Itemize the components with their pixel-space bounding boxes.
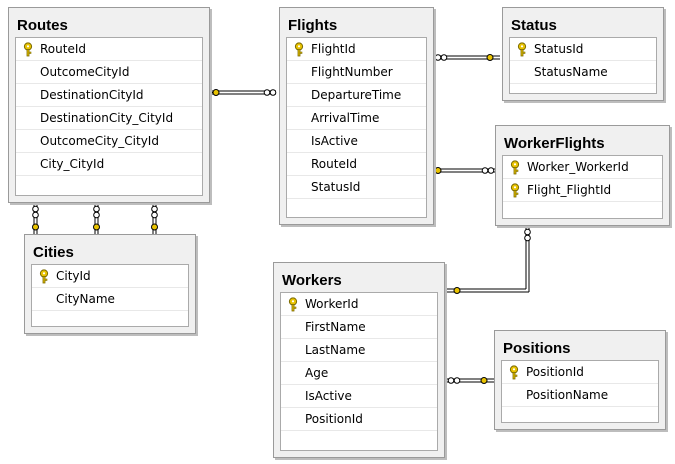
- column-name: IsActive: [305, 389, 352, 403]
- column-row[interactable]: CityName: [32, 288, 188, 311]
- column-name: IsActive: [311, 134, 358, 148]
- relation-workers-positions: [446, 377, 494, 384]
- column-row[interactable]: Flight_FlightId: [503, 179, 662, 202]
- column-row[interactable]: ArrivalTime: [287, 107, 426, 130]
- column-name: Flight_FlightId: [527, 183, 612, 197]
- primary-key-icon: [508, 365, 520, 380]
- primary-key-icon: [509, 183, 521, 198]
- column-row[interactable]: StatusName: [510, 61, 656, 84]
- column-row[interactable]: RouteId: [287, 153, 426, 176]
- column-name: PositionName: [526, 388, 609, 402]
- column-row[interactable]: IsActive: [287, 130, 426, 153]
- primary-key-icon: [22, 42, 34, 57]
- relation-flights-workerflights: [434, 167, 495, 174]
- relation-workers-workerflights: [446, 228, 531, 294]
- column-row[interactable]: OutcomeCityId: [16, 61, 202, 84]
- table-title: Cities: [33, 244, 74, 261]
- column-row[interactable]: PositionId: [502, 361, 658, 384]
- column-name: FirstName: [305, 320, 366, 334]
- column-name: DepartureTime: [311, 88, 402, 102]
- column-name: StatusName: [534, 65, 608, 79]
- relation-flights-status: [434, 54, 500, 61]
- column-row[interactable]: Age: [281, 362, 437, 385]
- column-row[interactable]: City_CityId: [16, 153, 202, 176]
- primary-key-icon: [293, 42, 305, 57]
- column-row[interactable]: DepartureTime: [287, 84, 426, 107]
- column-row[interactable]: Worker_WorkerId: [503, 156, 662, 179]
- primary-key-icon: [287, 297, 299, 312]
- column-row[interactable]: FlightNumber: [287, 61, 426, 84]
- column-row[interactable]: DestinationCityId: [16, 84, 202, 107]
- column-name: ArrivalTime: [311, 111, 380, 125]
- column-row[interactable]: PositionName: [502, 384, 658, 407]
- column-row[interactable]: CityId: [32, 265, 188, 288]
- column-row[interactable]: StatusId: [510, 38, 656, 61]
- column-row[interactable]: OutcomeCity_CityId: [16, 130, 202, 153]
- column-name: DestinationCityId: [40, 88, 144, 102]
- column-name: RouteId: [40, 42, 86, 56]
- column-row[interactable]: DestinationCity_CityId: [16, 107, 202, 130]
- column-name: FlightId: [311, 42, 356, 56]
- column-name: City_CityId: [40, 157, 105, 171]
- column-row[interactable]: FlightId: [287, 38, 426, 61]
- column-name: CityName: [56, 292, 115, 306]
- column-row[interactable]: RouteId: [16, 38, 202, 61]
- table-title: Positions: [503, 340, 571, 357]
- column-name: WorkerId: [305, 297, 359, 311]
- column-name: FlightNumber: [311, 65, 393, 79]
- column-name: OutcomeCity_CityId: [40, 134, 159, 148]
- table-title: WorkerFlights: [504, 135, 605, 152]
- column-name: PositionId: [526, 365, 584, 379]
- relation-routes-flights: [210, 89, 277, 96]
- column-name: CityId: [56, 269, 91, 283]
- column-name: Worker_WorkerId: [527, 160, 629, 174]
- column-name: RouteId: [311, 157, 357, 171]
- column-row[interactable]: WorkerId: [281, 293, 437, 316]
- table-title: Flights: [288, 17, 338, 34]
- column-row[interactable]: StatusId: [287, 176, 426, 199]
- column-name: OutcomeCityId: [40, 65, 130, 79]
- column-name: DestinationCity_CityId: [40, 111, 174, 125]
- column-name: StatusId: [311, 180, 361, 194]
- relation-routes-cities: [32, 203, 158, 234]
- table-title: Status: [511, 17, 557, 34]
- column-row[interactable]: PositionId: [281, 408, 437, 431]
- column-name: PositionId: [305, 412, 363, 426]
- column-name: LastName: [305, 343, 366, 357]
- primary-key-icon: [509, 160, 521, 175]
- column-name: Age: [305, 366, 329, 380]
- table-title: Routes: [17, 17, 68, 34]
- primary-key-icon: [38, 269, 50, 284]
- primary-key-icon: [516, 42, 528, 57]
- column-row[interactable]: FirstName: [281, 316, 437, 339]
- column-row[interactable]: IsActive: [281, 385, 437, 408]
- column-row[interactable]: LastName: [281, 339, 437, 362]
- table-title: Workers: [282, 272, 342, 289]
- column-name: StatusId: [534, 42, 584, 56]
